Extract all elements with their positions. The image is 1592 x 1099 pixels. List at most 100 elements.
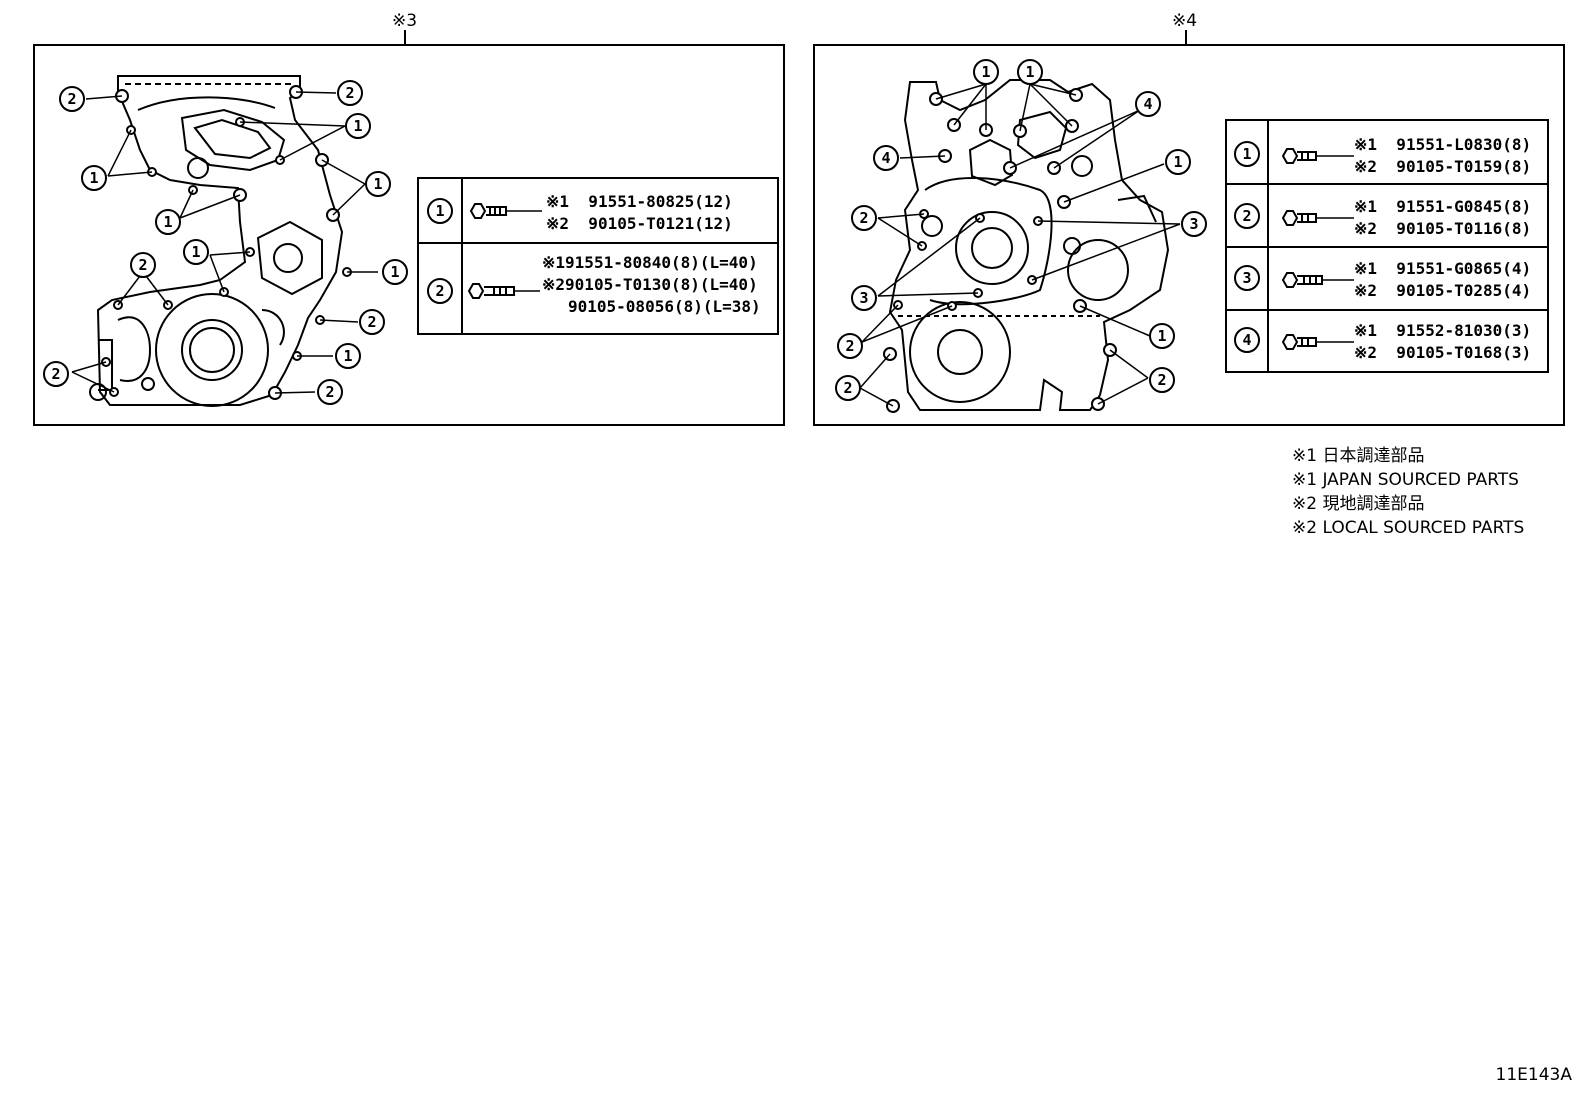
callout-2: 2 <box>43 361 69 387</box>
svg-text:2: 2 <box>845 337 854 355</box>
svg-text:1: 1 <box>163 213 172 231</box>
panel-3: ※3 <box>33 11 785 426</box>
bolt-icon <box>1281 272 1323 288</box>
svg-text:4: 4 <box>1143 95 1152 113</box>
table-row: 4 ※1 91552-81030(3) ※2 90105-T0168(3) <box>1234 321 1531 362</box>
row-number: 3 <box>1242 269 1251 287</box>
part-number: ※2 90105-T0168(3) <box>1354 343 1531 362</box>
sourcing-legend: ※1 日本調達部品 ※1 JAPAN SOURCED PARTS ※2 現地調達… <box>1292 444 1524 540</box>
panel-4: ※4 <box>813 11 1565 426</box>
bolt-table-3: 1 ※1 91551-80825(12) ※2 90105-T0121(12) … <box>417 177 779 335</box>
callout-2: 2 <box>317 379 343 405</box>
svg-text:2: 2 <box>1157 371 1166 389</box>
part-number: ※2 90105-T0159(8) <box>1354 157 1531 176</box>
svg-text:2: 2 <box>345 84 354 102</box>
svg-text:2: 2 <box>843 379 852 397</box>
callout-2: 2 <box>835 375 861 401</box>
part-number: ※290105-T0130(8)(L=40) <box>542 275 758 294</box>
table-row: 3 ※1 91551-G0865(4) ※2 90105-T0285(4) <box>1234 259 1531 300</box>
svg-text:3: 3 <box>1189 215 1198 233</box>
legend-line: ※1 JAPAN SOURCED PARTS <box>1292 470 1519 490</box>
callouts-4: 1 1 4 4 1 2 3 3 2 1 2 2 <box>835 59 1207 401</box>
callout-4: 4 <box>873 145 899 171</box>
part-number: ※1 91551-G0845(8) <box>1354 197 1531 216</box>
bolt-icon <box>467 283 515 299</box>
part-number: ※2 90105-T0121(12) <box>546 214 733 233</box>
callouts-3: 2 2 1 1 1 1 1 2 1 2 1 2 2 <box>43 80 408 405</box>
panel-4-label: ※4 <box>1172 11 1197 31</box>
row-number: 1 <box>1242 145 1251 163</box>
callout-2: 2 <box>59 86 85 112</box>
part-number: ※1 91551-80825(12) <box>546 192 733 211</box>
part-number: ※1 91552-81030(3) <box>1354 321 1531 340</box>
callout-4: 4 <box>1135 91 1161 117</box>
callout-1: 1 <box>345 113 371 139</box>
callout-1: 1 <box>81 165 107 191</box>
row-number: 2 <box>1242 207 1251 225</box>
callout-3: 3 <box>1181 211 1207 237</box>
part-number: ※1 91551-G0865(4) <box>1354 259 1531 278</box>
row-number: 2 <box>435 282 444 300</box>
svg-text:1: 1 <box>981 63 990 81</box>
svg-text:1: 1 <box>390 263 399 281</box>
callout-1: 1 <box>183 239 209 265</box>
svg-text:1: 1 <box>373 175 382 193</box>
row-number: 4 <box>1242 331 1251 349</box>
part-number: 90105-08056(8)(L=38) <box>568 297 761 316</box>
callout-2: 2 <box>337 80 363 106</box>
callout-1: 1 <box>1017 59 1043 85</box>
timing-cover-drawing-4 <box>888 79 1170 411</box>
callout-1: 1 <box>365 171 391 197</box>
callout-2: 2 <box>851 205 877 231</box>
svg-text:1: 1 <box>353 117 362 135</box>
svg-text:1: 1 <box>191 243 200 261</box>
part-number: ※2 90105-T0116(8) <box>1354 219 1531 238</box>
legend-line: ※2 現地調達部品 <box>1292 494 1425 514</box>
svg-text:1: 1 <box>1173 153 1182 171</box>
leader-lines-3 <box>71 91 378 394</box>
svg-text:1: 1 <box>343 347 352 365</box>
callout-2: 2 <box>359 309 385 335</box>
part-number: ※2 90105-T0285(4) <box>1354 281 1531 300</box>
svg-text:2: 2 <box>367 313 376 331</box>
callout-3: 3 <box>851 285 877 311</box>
svg-text:4: 4 <box>881 149 890 167</box>
part-number: ※191551-80840(8)(L=40) <box>542 253 758 272</box>
callout-2: 2 <box>1149 367 1175 393</box>
panel-3-frame <box>33 44 785 426</box>
callout-2: 2 <box>130 252 156 278</box>
table-row: 1 ※1 91551-L0830(8) ※2 90105-T0159(8) <box>1234 135 1531 176</box>
panel-4-frame <box>813 44 1565 426</box>
row-number: 1 <box>435 202 444 220</box>
svg-text:3: 3 <box>859 289 868 307</box>
bolt-icon <box>469 203 507 219</box>
svg-text:1: 1 <box>1025 63 1034 81</box>
svg-text:2: 2 <box>325 383 334 401</box>
svg-text:2: 2 <box>138 256 147 274</box>
table-row: 2 ※1 91551-G0845(8) ※2 90105-T0116(8) <box>1234 197 1531 238</box>
callout-1: 1 <box>335 343 361 369</box>
part-number: ※1 91551-L0830(8) <box>1354 135 1531 154</box>
callout-1: 1 <box>1165 149 1191 175</box>
callout-1: 1 <box>155 209 181 235</box>
svg-text:2: 2 <box>67 90 76 108</box>
legend-line: ※1 日本調達部品 <box>1292 446 1425 466</box>
table-row: 2 ※191551-80840(8)(L=40) ※290105-T0130(8… <box>427 253 761 316</box>
panel-3-label: ※3 <box>392 11 417 31</box>
bolt-holes-3 <box>101 85 352 400</box>
svg-text:1: 1 <box>89 169 98 187</box>
leader-lines-4 <box>859 83 1181 407</box>
callout-1: 1 <box>973 59 999 85</box>
callout-2: 2 <box>837 333 863 359</box>
table-row: 1 ※1 91551-80825(12) ※2 90105-T0121(12) <box>427 192 733 233</box>
bolt-holes-4 <box>883 88 1117 413</box>
bolt-table-4: 1 ※1 91551-L0830(8) ※2 90105-T0159(8) 2 … <box>1225 119 1549 373</box>
svg-text:1: 1 <box>1157 327 1166 345</box>
legend-line: ※2 LOCAL SOURCED PARTS <box>1292 518 1525 538</box>
callout-1: 1 <box>1149 323 1175 349</box>
figure-code: 11E143A <box>1495 1065 1572 1085</box>
svg-text:2: 2 <box>859 209 868 227</box>
svg-text:2: 2 <box>51 365 60 383</box>
callout-1: 1 <box>382 259 408 285</box>
